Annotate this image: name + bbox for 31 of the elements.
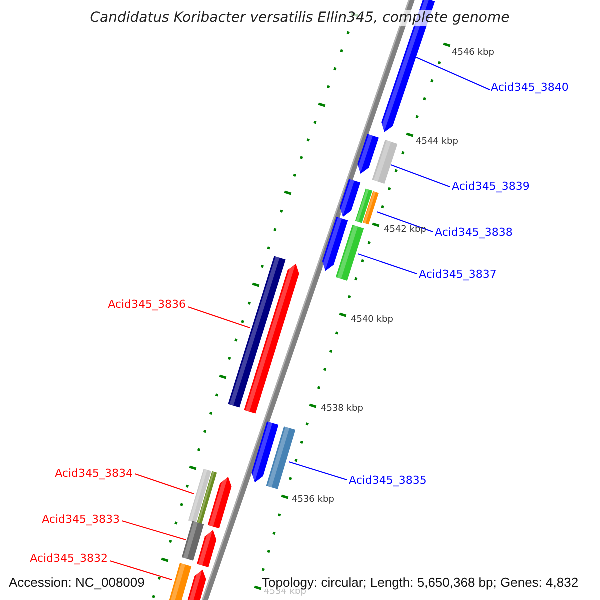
gene-bar — [363, 191, 379, 225]
gene-bar — [182, 521, 204, 561]
gene-label: Acid345_3835 — [349, 475, 427, 486]
gene-bar — [188, 468, 212, 524]
leader-line — [376, 212, 434, 232]
gene-bar — [336, 224, 364, 282]
gene-label: Acid345_3839 — [452, 181, 530, 192]
leader-line — [390, 164, 450, 188]
gene-label: Acid345_3837 — [419, 269, 497, 280]
leader-line — [122, 520, 186, 540]
gene-label: Acid345_3832 — [30, 553, 108, 564]
title: Candidatus Koribacter versatilis Ellin345, complete genome — [90, 10, 510, 26]
leader-line — [134, 474, 194, 494]
gene-bar — [266, 426, 296, 490]
gene-bar — [372, 140, 398, 184]
gene-label: Acid345_3833 — [42, 514, 120, 525]
gene-bar — [168, 563, 192, 600]
leader-line — [288, 462, 348, 480]
leader-line — [110, 560, 172, 580]
leader-line — [358, 254, 418, 274]
gene-label: Acid345_3840 — [491, 82, 569, 93]
kbp-label: 4538 kbp — [321, 405, 364, 414]
gene-label: Acid345_3834 — [55, 468, 133, 479]
accession-text: Accession: NC_008009 — [9, 576, 145, 589]
kbp-label: 4534 kbp — [264, 588, 306, 597]
leader-line — [188, 306, 250, 328]
gene-bar — [228, 256, 286, 408]
genome-info-text: Topology: circular; Length: 5,650,368 bp; Genes: 4,832 — [262, 576, 579, 589]
gene-label: Acid345_3836 — [108, 299, 186, 310]
kbp-label: 4544 kbp — [416, 138, 458, 147]
gene-label: Acid345_3838 — [435, 227, 513, 238]
